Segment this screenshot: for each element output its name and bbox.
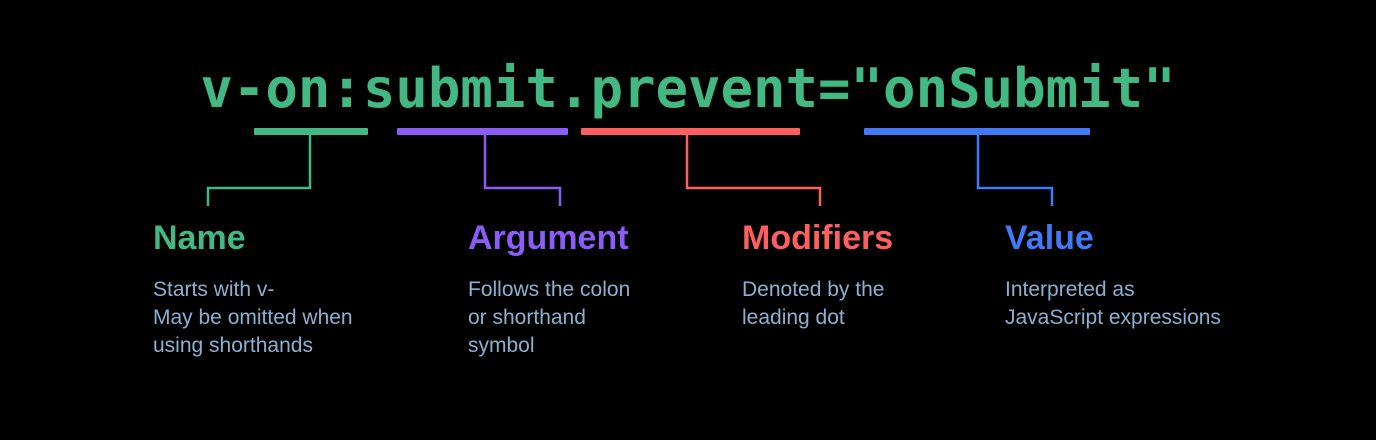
label-description-argument: Follows the colon or shorthand symbol xyxy=(468,278,631,357)
label-title-value: Value xyxy=(1005,219,1094,257)
underline-bar-name xyxy=(254,128,368,135)
label-description-modifiers: Denoted by the leading dot xyxy=(742,278,885,329)
label-title-name: Name xyxy=(153,219,246,257)
label-description-name: Starts with v- May be omitted when using… xyxy=(153,278,353,357)
underline-bar-argument xyxy=(397,128,568,135)
connector-modifiers xyxy=(685,135,822,206)
label-description-value: Interpreted as JavaScript expressions xyxy=(1005,278,1221,329)
label-title-argument: Argument xyxy=(468,219,629,257)
connector-name xyxy=(206,135,312,206)
connector-argument xyxy=(483,135,562,206)
connector-value xyxy=(976,135,1054,206)
label-title-modifiers: Modifiers xyxy=(742,219,894,257)
underline-bar-modifiers xyxy=(581,128,800,135)
directive-expression: v-on:submit.prevent="onSubmit" xyxy=(200,57,1176,120)
underline-bar-value xyxy=(864,128,1090,135)
